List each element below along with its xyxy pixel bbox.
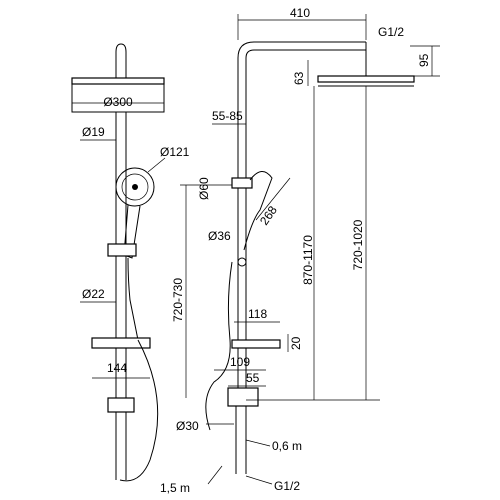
- label-width-410: 410: [290, 6, 310, 20]
- label-height-range: 720-730: [171, 278, 185, 322]
- head-top-plate: [71, 77, 165, 85]
- label-shelf-20: 20: [289, 336, 303, 350]
- label-width-109: 109: [230, 355, 250, 369]
- label-width-55: 55: [246, 371, 260, 385]
- label-head-dia: Ø300: [103, 95, 133, 109]
- front-view: Ø300 Ø19 Ø121 Ø22 144: [71, 43, 190, 482]
- slide-holder: [107, 243, 137, 257]
- label-hose-06: 0,6 m: [272, 439, 302, 453]
- tall-dims: 870-1170 720-1020: [246, 86, 380, 401]
- leader-06m: [245, 439, 271, 447]
- leader-g12-bottom: [245, 475, 273, 485]
- label-valve-dia: Ø30: [176, 419, 199, 433]
- label-bottom-connector: G1/2: [274, 479, 300, 493]
- pipe-top-hook: [115, 43, 127, 78]
- holder-bracket: [231, 177, 253, 189]
- hose-upper: [127, 257, 139, 341]
- label-dia-22: Ø22: [82, 287, 105, 301]
- head-front-box: [71, 83, 165, 113]
- label-shelf-144: 144: [107, 361, 127, 375]
- label-holder-dia: Ø60: [197, 177, 211, 200]
- label-bracket-range: 55-85: [212, 109, 243, 123]
- slide-knob: [237, 257, 247, 267]
- shelf: [91, 337, 151, 349]
- hose-loop: [119, 339, 159, 482]
- leader-15m: [207, 465, 223, 485]
- hand-shower-inner: [121, 173, 149, 201]
- label-total-range: 720-1020: [351, 219, 365, 270]
- label-connector: G1/2: [378, 25, 404, 39]
- mixer-side: [227, 387, 259, 407]
- mixer-valve: [107, 397, 135, 413]
- hose-side: [205, 261, 233, 431]
- label-head-63: 63: [292, 71, 306, 85]
- hand-shower-head: [115, 167, 155, 207]
- label-head-95: 95: [417, 53, 431, 67]
- label-hose-15: 1,5 m: [160, 481, 190, 495]
- label-hand-dia: Ø121: [160, 145, 190, 159]
- label-hand-len: 268: [257, 203, 280, 228]
- side-view: [205, 41, 415, 474]
- hand-shower-side: [243, 171, 273, 251]
- height-dim-720-730: 720-730: [171, 184, 234, 398]
- head-side: [317, 75, 415, 83]
- lower-dims: 118 20 109 55 Ø30 0,6 m 1,5 m G1/2: [160, 307, 303, 495]
- label-pipe-dia: Ø19: [82, 125, 105, 139]
- arm-bottom: [245, 49, 366, 59]
- dim-leader-121: [147, 157, 166, 173]
- label-shelf-118: 118: [248, 307, 267, 321]
- hand-shower-nozzle: [132, 184, 138, 190]
- label-rail-range: 870-1170: [301, 235, 315, 285]
- label-slide-dia: Ø36: [208, 229, 231, 243]
- shelf-side: [231, 339, 281, 349]
- dim-line-268: [255, 177, 291, 221]
- arm-top: [237, 41, 366, 59]
